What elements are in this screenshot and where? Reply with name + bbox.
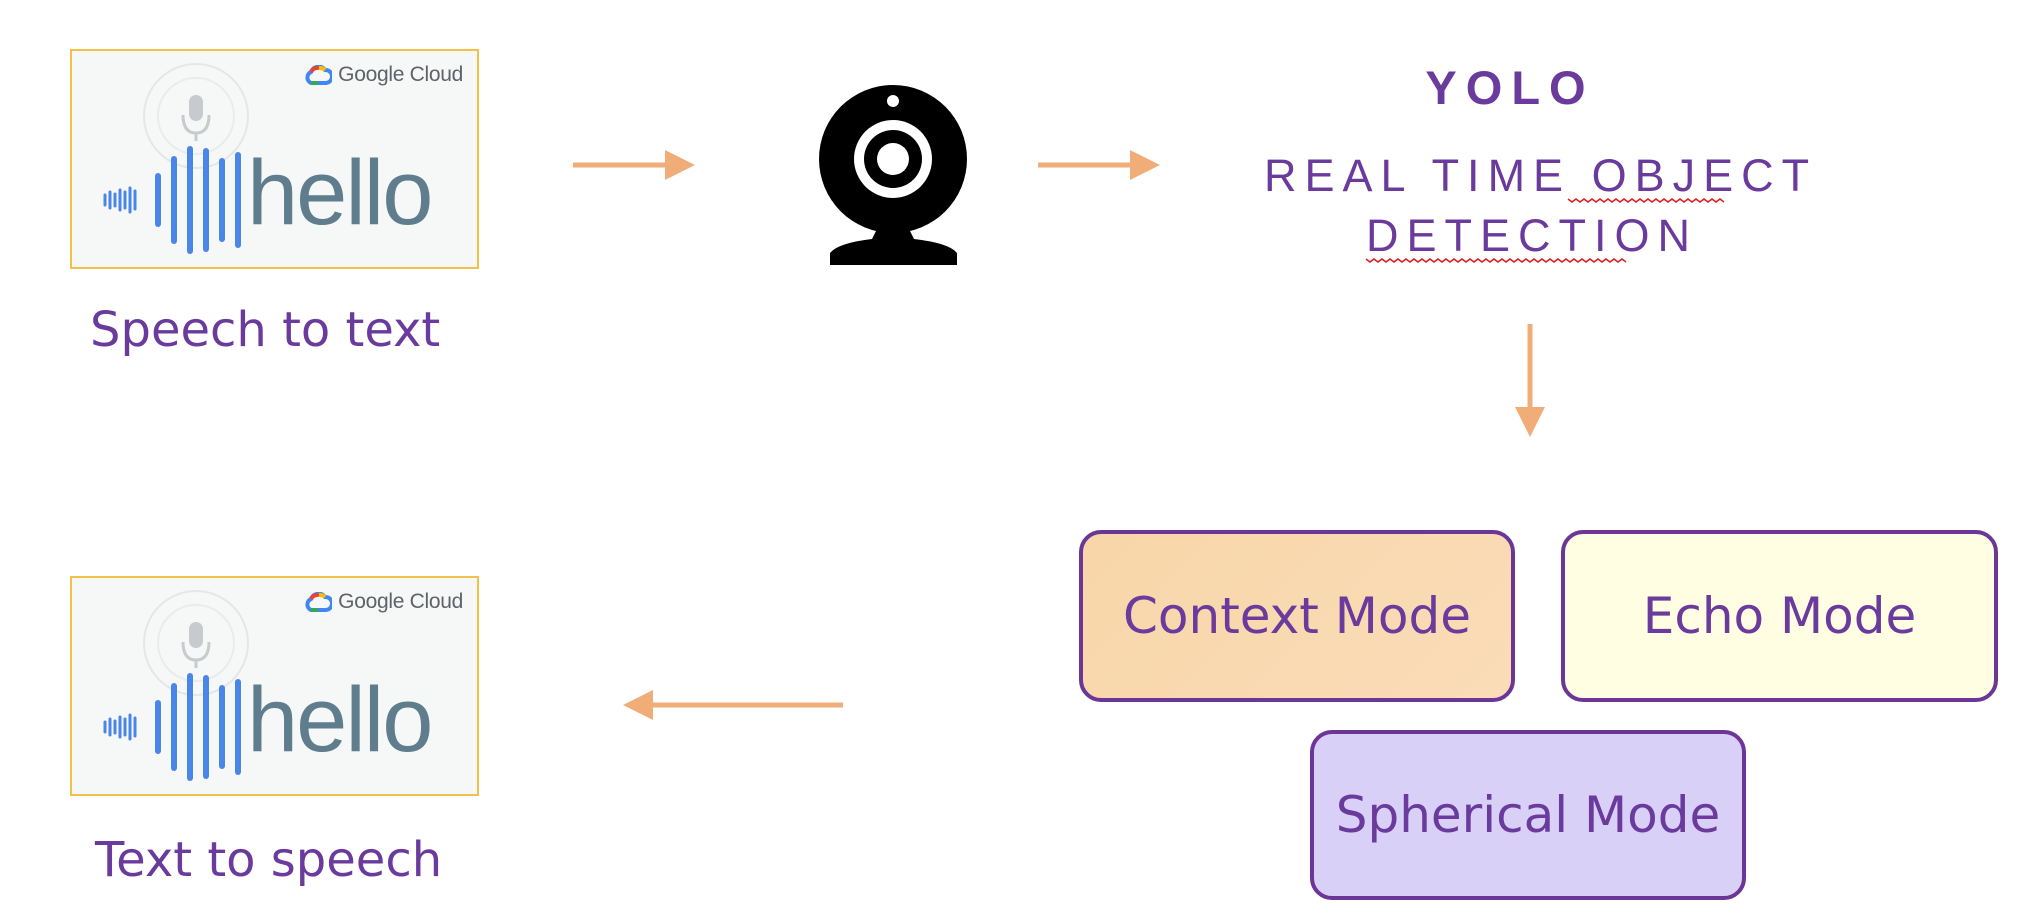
yolo-subtitle-line1: REAL TIME OBJECT xyxy=(1264,150,1818,201)
microphone-icon xyxy=(143,590,249,696)
google-cloud-logo-icon xyxy=(305,592,333,612)
google-cloud-label: Google Cloud xyxy=(338,590,463,613)
yolo-subtitle-line2: DETECTION xyxy=(1366,210,1699,261)
microphone-icon xyxy=(143,63,249,169)
spherical-mode-box: Spherical Mode xyxy=(1310,730,1746,900)
hello-word: hello xyxy=(247,669,433,771)
speech-to-text-card: Google Cloud hello xyxy=(70,49,479,269)
context-mode-box: Context Mode xyxy=(1079,530,1515,702)
spherical-mode-label: Spherical Mode xyxy=(1335,786,1721,844)
echo-mode-label: Echo Mode xyxy=(1642,587,1917,645)
hello-word: hello xyxy=(247,142,433,244)
google-cloud-brand: Google Cloud xyxy=(304,63,463,87)
waveform-icon xyxy=(103,146,241,254)
echo-mode-box: Echo Mode xyxy=(1561,530,1998,702)
speech-to-text-caption: Speech to text xyxy=(90,302,441,358)
yolo-title: YOLO xyxy=(1425,61,1595,114)
google-cloud-logo-icon xyxy=(305,65,333,85)
context-mode-label: Context Mode xyxy=(1123,587,1471,645)
waveform-icon xyxy=(103,673,241,781)
text-to-speech-card: Google Cloud hello xyxy=(70,576,479,796)
text-to-speech-caption: Text to speech xyxy=(95,832,443,888)
google-cloud-brand: Google Cloud xyxy=(304,590,463,614)
google-cloud-label: Google Cloud xyxy=(338,63,463,86)
webcam-icon xyxy=(819,85,967,265)
